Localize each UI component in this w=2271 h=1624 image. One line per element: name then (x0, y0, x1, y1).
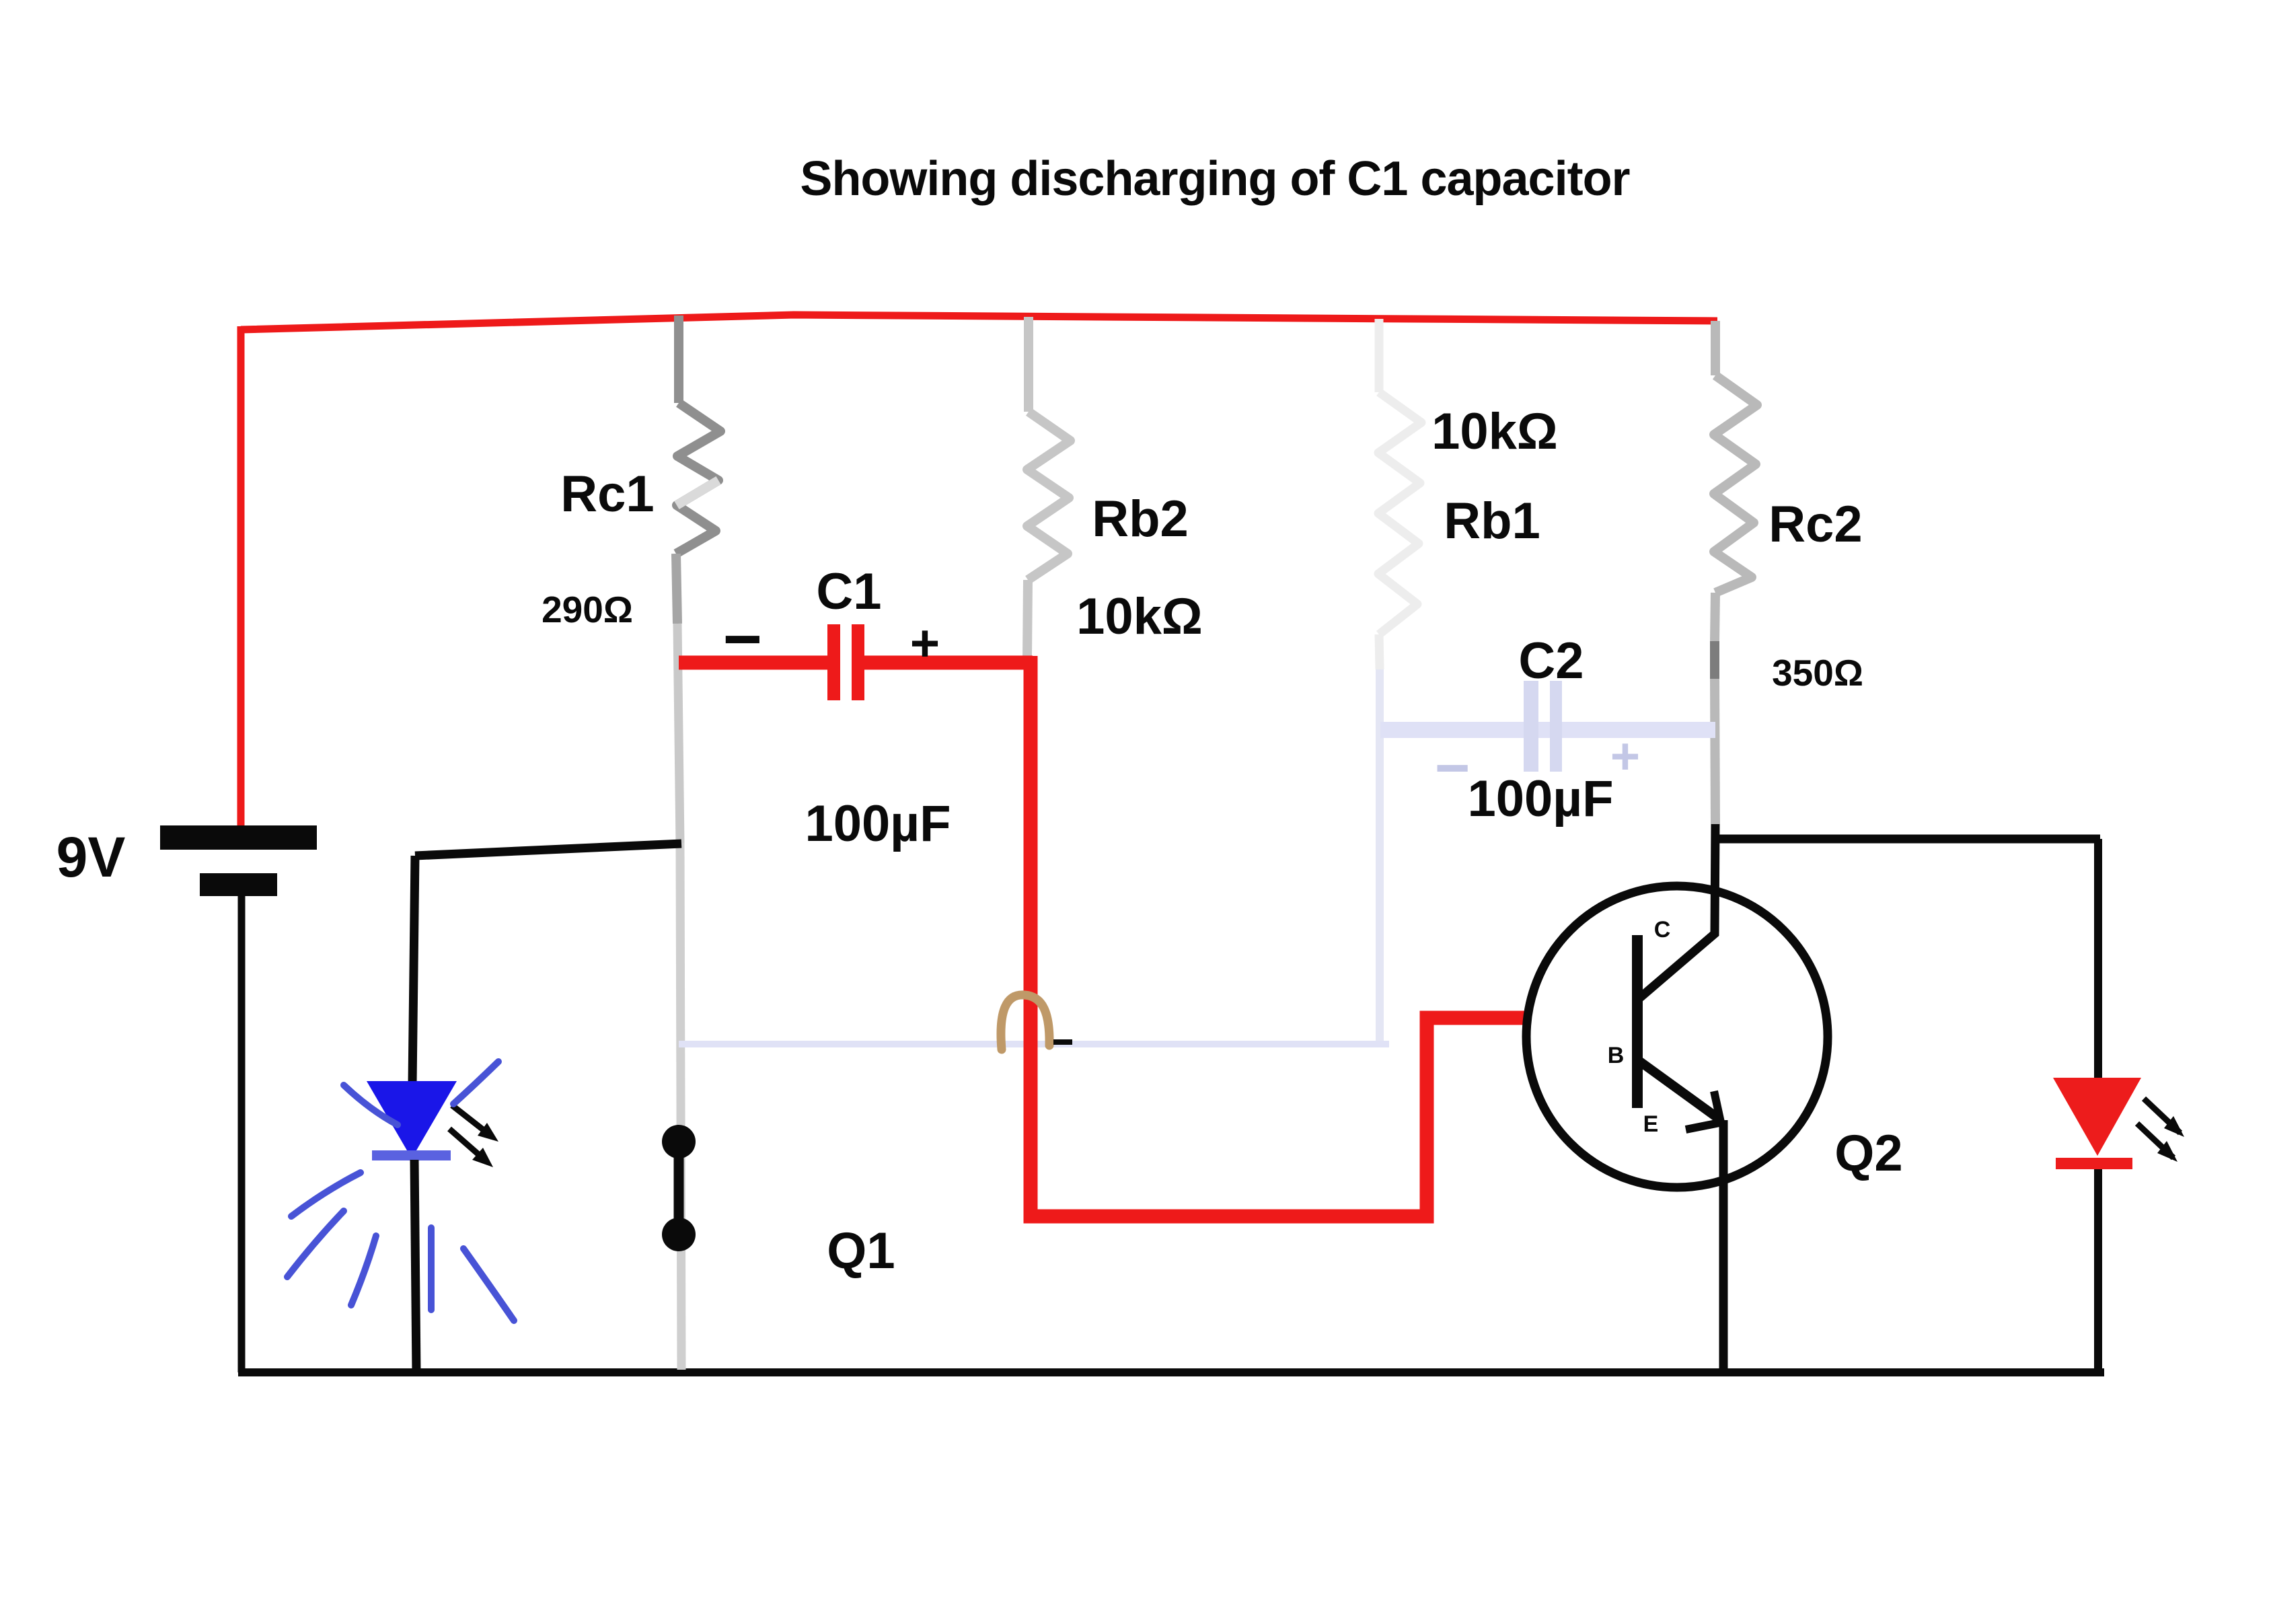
blue-led-branch-top-wire (414, 839, 682, 860)
light-ray (284, 1208, 347, 1280)
discharge-current-path (1023, 656, 1526, 1224)
rb2-value-label: 10kΩ (1076, 588, 1203, 645)
rc1-bottom-lead (671, 553, 682, 624)
rb1-value-label: 10kΩ (1431, 403, 1558, 460)
light-ray (460, 1245, 517, 1324)
q2-emitter-arrow-barb (1710, 1090, 1725, 1123)
blue-led-cathode-bar (372, 1150, 451, 1160)
resistor-rb1 (1374, 319, 1426, 1044)
c2-minus-sign: − (1435, 735, 1470, 802)
rc1-zigzag-light-segment (674, 476, 721, 510)
q2-circle (1522, 881, 1832, 1192)
transistor-q2 (1522, 823, 1832, 1372)
q1-bottom-dot (662, 1218, 696, 1251)
rb2-label: Rb2 (1092, 490, 1189, 548)
c1-left-plate (827, 624, 840, 700)
capacitor-c1 (679, 624, 1033, 700)
rb2-bottom-lead (1022, 579, 1033, 659)
rc2-value-label: 350Ω (1772, 652, 1863, 694)
q2-collector-pin-label: C (1654, 917, 1671, 943)
blue-led-anode-wire (408, 855, 420, 1085)
q2-emitter-arrow-barb (1684, 1118, 1724, 1134)
battery-voltage-label: 9V (57, 825, 126, 889)
resistor-rc1 (671, 316, 725, 1370)
light-ray (340, 1082, 401, 1128)
rc1-value-label: 290Ω (542, 589, 633, 630)
q2-emitter-pin-label: E (1643, 1111, 1659, 1137)
rc2-zigzag (1709, 371, 1762, 597)
capacitor-c2 (1524, 681, 1562, 772)
blue-led-triangle (367, 1081, 457, 1158)
battery-negative-plate (200, 873, 277, 896)
blue-led-emission-arrows (447, 1103, 498, 1167)
light-ray (288, 1169, 364, 1220)
transistor-q1 (662, 1125, 696, 1251)
q1-label: Q1 (827, 1222, 895, 1280)
c2-plus-sign: + (1610, 728, 1640, 785)
red-led (2053, 1078, 2184, 1372)
battery (160, 825, 317, 1372)
c1-label: C1 (816, 563, 881, 620)
emission-arrowhead (2157, 1141, 2177, 1162)
rc1-column-wire-low (675, 843, 686, 1370)
c2-label: C2 (1518, 632, 1584, 690)
blue-led-light-rays (284, 1058, 517, 1324)
c1-plus-sign: + (910, 615, 940, 672)
light-ray (348, 1232, 379, 1308)
red-led-emission-arrows (2134, 1096, 2184, 1162)
emission-arrowhead (478, 1123, 498, 1142)
blue-led-cathode-wire (410, 1159, 421, 1373)
battery-positive-plate (160, 825, 317, 850)
resistor-rc2 (1709, 321, 1762, 825)
blue-led (284, 1058, 517, 1373)
red-led-triangle (2053, 1078, 2141, 1156)
q2-collector-wire (1637, 823, 1720, 1001)
positive-rail-wire (237, 311, 1718, 825)
q2-label: Q2 (1834, 1125, 1902, 1182)
emission-arrowhead (2164, 1116, 2184, 1137)
c2-value-label: 100µF (1467, 770, 1613, 827)
resistor-rb2 (1022, 317, 1075, 659)
red-led-cathode-bar (2056, 1158, 2132, 1169)
c1-minus-sign: − (723, 601, 762, 677)
c1-right-plate (852, 624, 864, 700)
rb1-bottom-lead (1374, 634, 1384, 670)
q1-top-dot (662, 1125, 696, 1158)
rb1-label: Rb1 (1444, 492, 1540, 550)
c1-value-label: 100µF (805, 795, 951, 852)
rb2-zigzag (1022, 408, 1075, 584)
c2-right-plate (1550, 681, 1562, 772)
rc1-column-wire-mid (673, 623, 685, 844)
diagram-title: Showing discharging of C1 capacitor (800, 152, 1629, 206)
rc2-label: Rc2 (1769, 496, 1862, 553)
top-red-wire (240, 311, 1718, 334)
q2-emitter-wire (1637, 1058, 1724, 1124)
wire-hop-arch (996, 990, 1054, 1054)
rc1-label: Rc1 (560, 466, 654, 523)
rb1-zigzag (1374, 388, 1426, 638)
q2-base-pin-label: B (1608, 1043, 1625, 1068)
light-ray (450, 1058, 502, 1107)
emission-arrowhead (472, 1148, 493, 1167)
c2-left-plate (1524, 681, 1538, 772)
